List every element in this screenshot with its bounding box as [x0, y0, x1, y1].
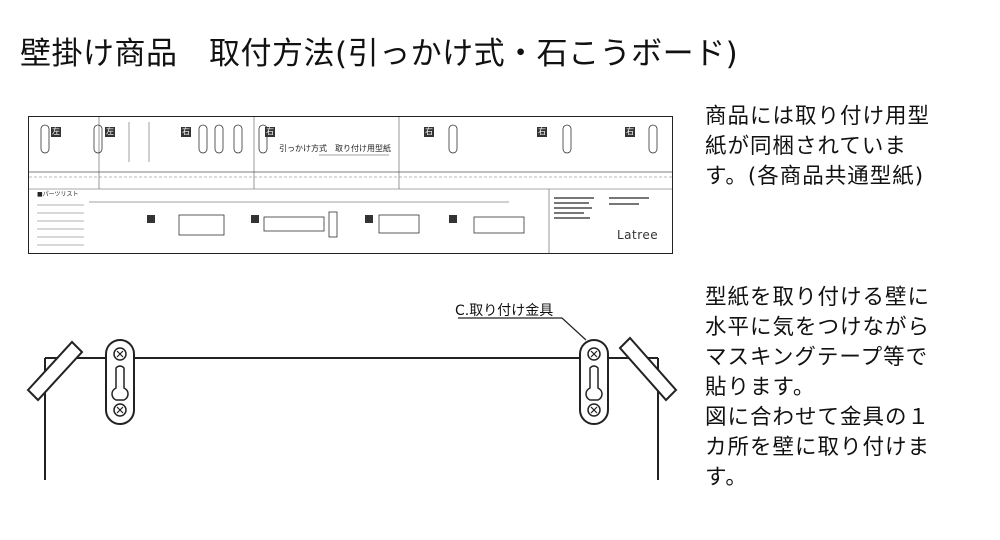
note1-line: 商品には取り付け用型	[705, 104, 931, 129]
note2-line: 水平に気をつけながら	[705, 315, 931, 340]
masking-tape-left	[26, 340, 84, 402]
bracket-left-icon	[105, 339, 135, 425]
template-mark: 右	[182, 127, 190, 136]
template-mark: 右	[266, 127, 274, 136]
template-mark: 左	[52, 127, 60, 136]
page-title: 壁掛け商品 取付方法(引っかけ式・石こうボード)	[20, 36, 739, 72]
wall-diagram	[26, 317, 678, 480]
note-attach-instructions: 型紙を取り付ける壁に 水平に気をつけながら マスキングテープ等で 貼ります。 図…	[705, 283, 995, 493]
note2-line: カ所を壁に取り付けま	[705, 435, 931, 460]
template-sheet-drawing	[29, 117, 672, 253]
template-mark: 右	[538, 127, 546, 136]
template-sheet-illustration: 引っかけ方式 取り付け用型紙 ■パーツリスト Latree 左 左 右 右 右 右 右	[28, 116, 673, 254]
template-parts-list: ■パーツリスト	[37, 191, 79, 198]
template-mark: 右	[425, 127, 433, 136]
note-template-included: 商品には取り付け用型 紙が同梱されていま す。(各商品共通型紙)	[705, 102, 995, 192]
bracket-right-icon	[579, 339, 609, 425]
callout-leader	[458, 317, 587, 341]
template-brand: Latree	[617, 228, 659, 242]
note2-line: マスキングテープ等で	[705, 345, 929, 370]
template-mark: 右	[626, 127, 634, 136]
note2-line: 貼ります。	[705, 375, 816, 400]
template-heading: 引っかけ方式 取り付け用型紙	[279, 144, 391, 153]
note1-line: 紙が同梱されていま	[705, 134, 907, 159]
masking-tape-right	[618, 336, 678, 402]
note2-line: 図に合わせて金具の１	[705, 405, 931, 430]
template-mark: 左	[106, 127, 114, 136]
note2-line: す。	[705, 465, 748, 490]
note2-line: 型紙を取り付ける壁に	[705, 285, 931, 310]
note1-line: す。(各商品共通型紙)	[705, 164, 925, 189]
callout-bracket-label: C.取り付け金具	[455, 303, 554, 319]
